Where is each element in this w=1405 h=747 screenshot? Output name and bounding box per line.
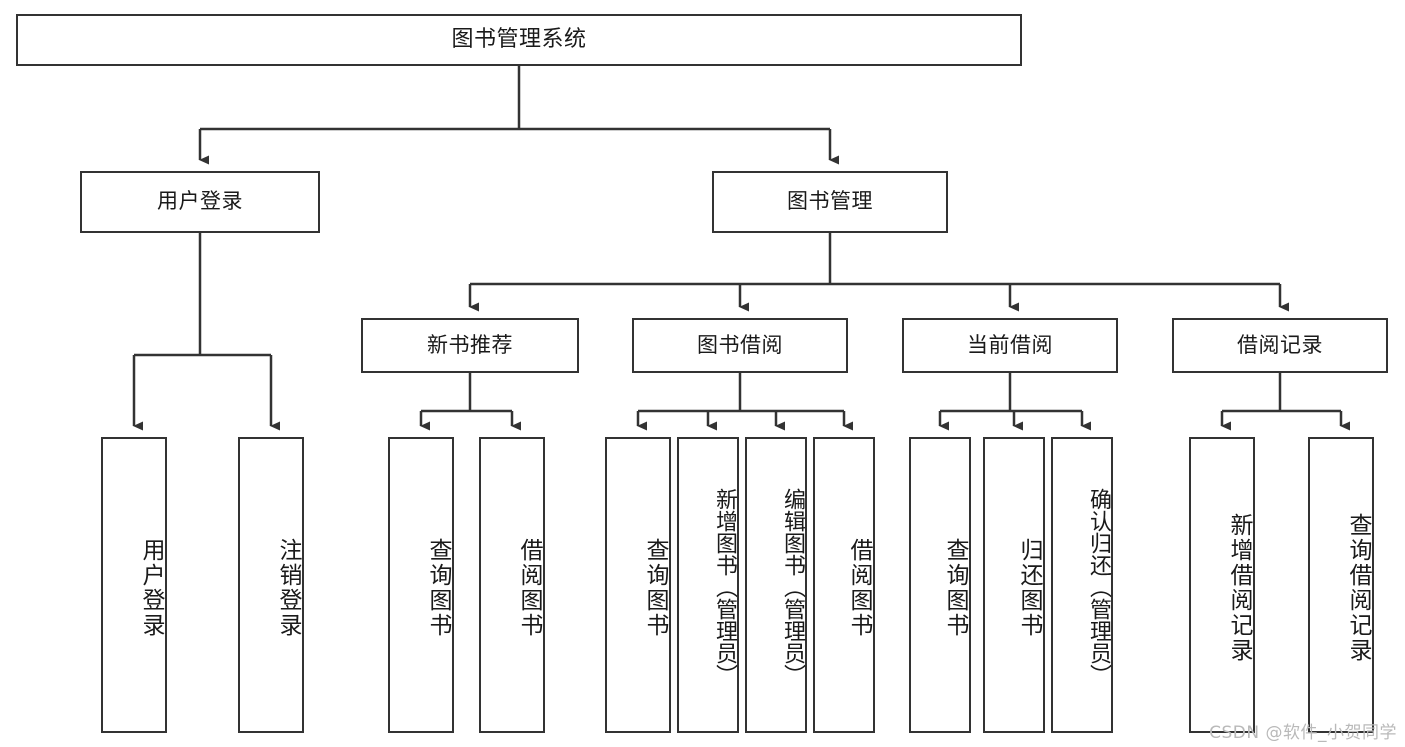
node-label: 用户登录	[138, 538, 164, 638]
node-label: 图书借阅	[697, 332, 783, 357]
node-label: 借阅记录	[1237, 332, 1323, 357]
node-root-root: 图书管理系统	[16, 14, 1022, 66]
node-label: 新增图书（管理员）	[712, 488, 737, 686]
node-label: 借阅图书	[846, 538, 872, 638]
node-level2-borrow-record: 借阅记录	[1172, 318, 1388, 373]
node-leaf-leaf-query-book-1: 查询图书	[388, 437, 454, 733]
node-level1-user-login: 用户登录	[80, 171, 320, 233]
node-label: 查询借阅记录	[1345, 513, 1371, 663]
node-leaf-leaf-borrow-book-1: 借阅图书	[479, 437, 545, 733]
node-leaf-leaf-user-login: 用户登录	[101, 437, 167, 733]
csdn-watermark: CSDN @软件_小贺同学	[1209, 723, 1397, 743]
node-label: 编辑图书（管理员）	[780, 488, 805, 686]
node-label: 查询图书	[425, 538, 451, 638]
node-label: 图书管理系统	[451, 26, 587, 52]
node-leaf-leaf-query-book-2: 查询图书	[605, 437, 671, 733]
node-leaf-leaf-add-book: 新增图书（管理员）	[677, 437, 739, 733]
node-level1-book-manage: 图书管理	[712, 171, 948, 233]
node-leaf-leaf-borrow-book-2: 借阅图书	[813, 437, 875, 733]
node-label: 借阅图书	[516, 538, 542, 638]
node-label: 归还图书	[1016, 538, 1042, 638]
node-label: 查询图书	[642, 538, 668, 638]
node-label: 新增借阅记录	[1226, 513, 1252, 663]
node-label: 图书管理	[787, 189, 873, 214]
node-leaf-leaf-query-book-3: 查询图书	[909, 437, 971, 733]
node-label: 注销登录	[275, 538, 301, 638]
node-level2-new-book-rec: 新书推荐	[361, 318, 579, 373]
node-label: 新书推荐	[427, 332, 513, 357]
node-level2-book-borrow: 图书借阅	[632, 318, 848, 373]
node-label: 用户登录	[157, 189, 243, 214]
node-leaf-leaf-edit-book: 编辑图书（管理员）	[745, 437, 807, 733]
node-leaf-leaf-return-book: 归还图书	[983, 437, 1045, 733]
node-leaf-leaf-logout: 注销登录	[238, 437, 304, 733]
node-leaf-leaf-add-record: 新增借阅记录	[1189, 437, 1255, 733]
node-leaf-leaf-query-record: 查询借阅记录	[1308, 437, 1374, 733]
node-level2-current-borrow: 当前借阅	[902, 318, 1118, 373]
node-label: 当前借阅	[967, 332, 1053, 357]
node-label: 确认归还（管理员）	[1086, 488, 1111, 686]
node-leaf-leaf-confirm-return: 确认归还（管理员）	[1051, 437, 1113, 733]
node-label: 查询图书	[942, 538, 968, 638]
